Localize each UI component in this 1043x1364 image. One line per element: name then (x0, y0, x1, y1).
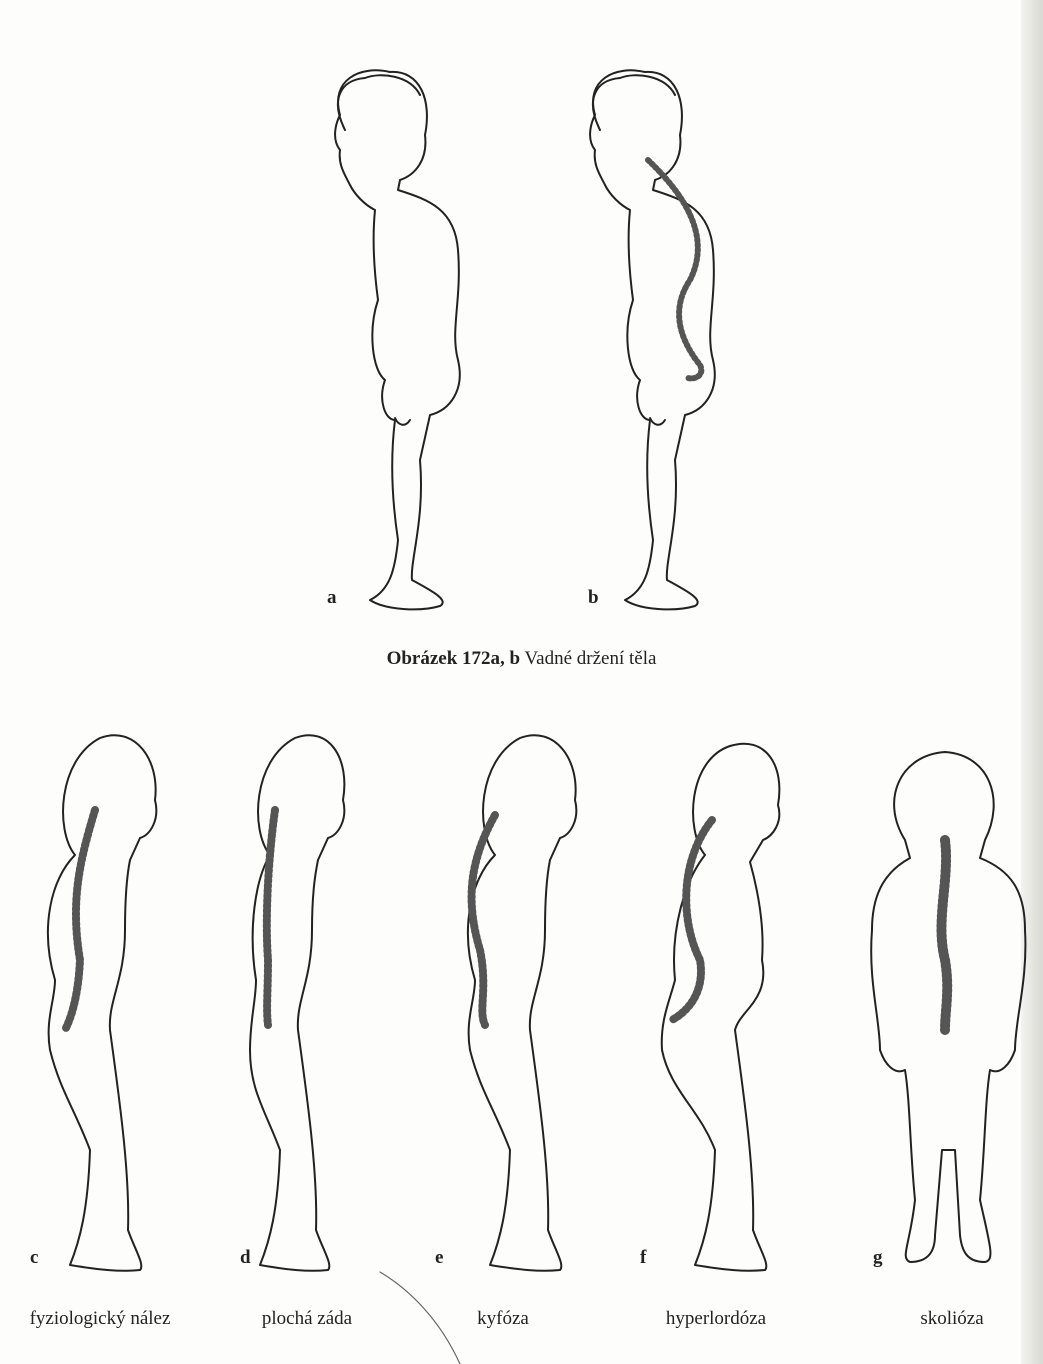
child-back-figure-g (871, 752, 1025, 1262)
caption-text: Vadné držení těla (525, 648, 657, 669)
figure-caption: Obrázek 172a, b Vadné držení těla (0, 648, 1043, 670)
panel-letter-e: e (435, 1247, 443, 1269)
panel-letter-d: d (240, 1247, 251, 1269)
panel-letter-g: g (873, 1247, 883, 1269)
label-c: fyziologický nález (30, 1308, 171, 1330)
silhouette-e (468, 735, 576, 1271)
label-d: plochá záda (262, 1308, 352, 1330)
caption-bold: Obrázek 172a, b (387, 648, 521, 669)
panel-letter-c: c (30, 1247, 38, 1269)
panel-letter-a: a (327, 587, 337, 609)
silhouette-d (250, 735, 344, 1271)
child-figure-a (335, 70, 460, 609)
label-f: hyperlordóza (666, 1308, 766, 1330)
silhouette-c (48, 735, 156, 1271)
label-g: skolióza (920, 1308, 983, 1330)
child-figure-b (590, 70, 715, 609)
silhouette-f (662, 744, 780, 1271)
stray-mark (380, 1272, 460, 1364)
label-e: kyfóza (477, 1308, 529, 1330)
panel-letter-b: b (588, 587, 599, 609)
panel-letter-f: f (640, 1247, 646, 1269)
